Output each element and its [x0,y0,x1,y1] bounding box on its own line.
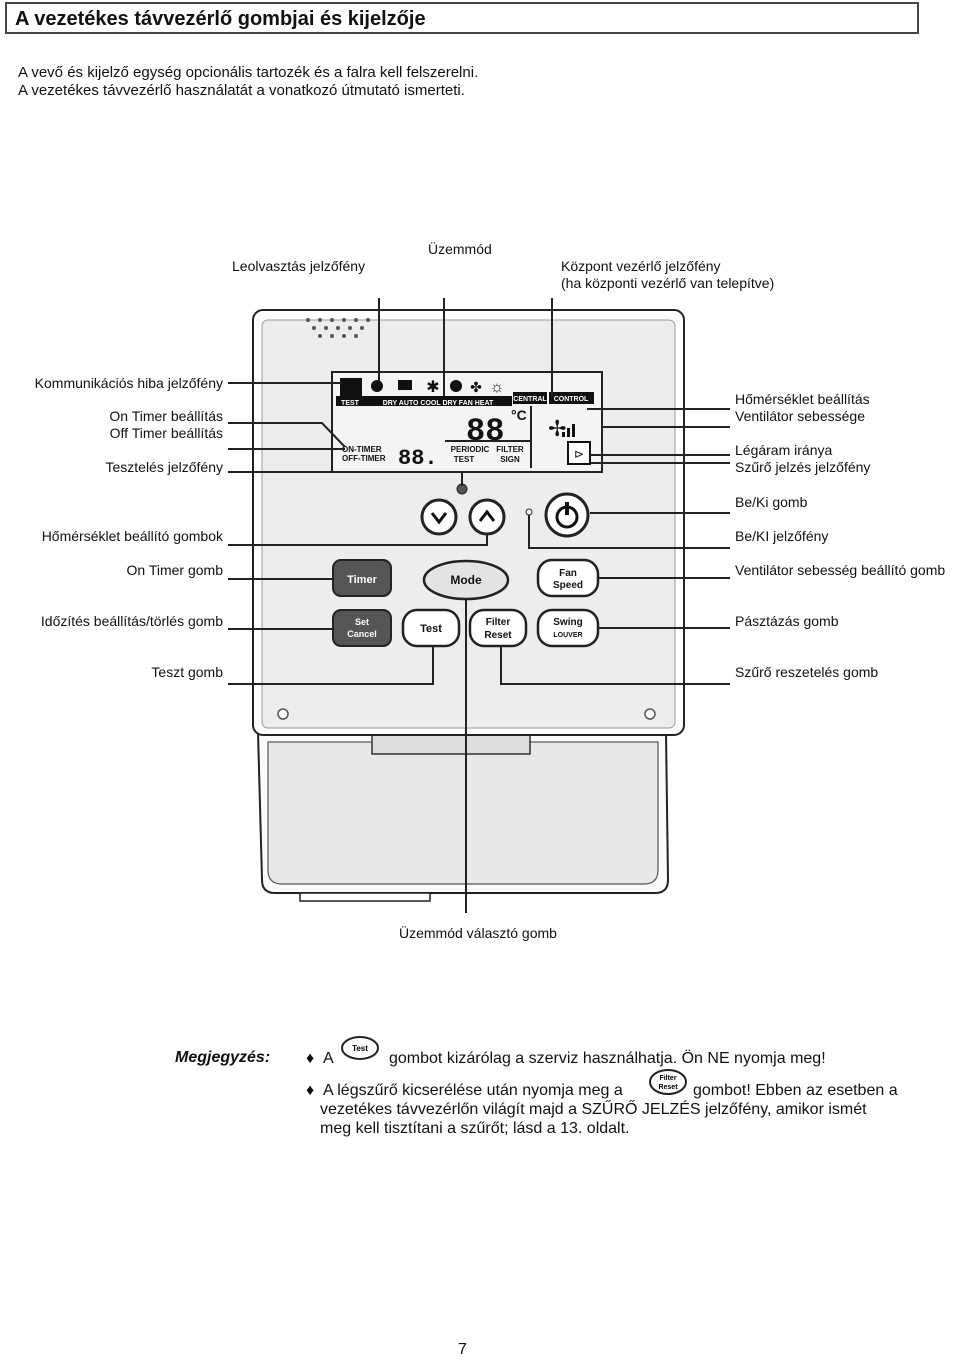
svg-text:☼: ☼ [490,379,505,396]
power-button[interactable] [544,492,590,538]
filter-reset-button[interactable]: Filter Reset [468,608,528,648]
svg-text:✤: ✤ [470,379,482,395]
note-icon-test-label: Test [352,1044,368,1053]
lcd-filter: FILTER [496,445,524,454]
remote-controller-diagram: TEST DRY AUTO COOL DRY FAN HEAT ✱ ✤ ☼ CE… [228,298,730,913]
test-button[interactable]: Test [401,608,461,648]
note-icon-filter-label: Filter [659,1075,676,1082]
label-temp-set: Hőmérséklet beállítás [735,391,870,407]
label-filter-reset-button: Szűrő reszetelés gomb [735,664,879,680]
lcd-off-timer: OFF-TIMER [342,454,386,463]
label-onoff-button: Be/Ki gomb [735,494,808,510]
lcd-control: CONTROL [554,396,589,403]
swing-button[interactable]: Swing LOUVER [536,608,600,648]
page-number: 7 [458,1341,467,1358]
speed-button-label: Speed [553,580,583,591]
set-cancel-button[interactable]: Set Cancel [332,609,392,647]
timer-button[interactable]: Timer [332,559,392,597]
label-timer-set-clear: Időzítés beállítás/törlés gomb [40,613,223,629]
bullet-icon: ♦ [306,1082,315,1099]
lcd-central: CENTRAL [513,396,547,403]
bullet-icon: ♦ [306,1050,315,1067]
note-title: Megjegyzés: [175,1049,271,1066]
section-title-box: A vezetékes távvezérlő gombjai és kijelz… [5,2,919,34]
note-icon-reset-label: Reset [658,1084,678,1091]
fan-speed-button[interactable]: Fan Speed [536,558,600,598]
test-button-label: Test [420,623,442,635]
temp-down-button[interactable] [420,498,458,536]
label-comm-error: Kommunikációs hiba jelzőfény [34,375,223,391]
filter-sign-box [567,441,591,465]
intro-line-1: A vevő és kijelző egység opcionális tart… [18,64,479,81]
test-button-icon: Test [341,1036,379,1060]
fan-icon: ✢ [548,416,566,441]
section-title: A vezetékes távvezérlő gombjai és kijelz… [15,8,426,30]
note-2-c: vezetékes távvezérlőn világít majd a SZŰ… [320,1101,867,1118]
note-2-b: gombot! Ebben az esetben a [693,1082,898,1099]
label-temp-buttons: Hőmérséklet beállító gombok [41,528,223,544]
set-button-label: Set [355,617,369,627]
label-defrost: Leolvasztás jelzőfény [232,258,366,274]
lcd-time: 88. [398,446,438,471]
label-swing-button: Pásztázás gomb [735,613,839,629]
chevron-down-icon [430,512,448,525]
leader-lines [228,298,730,913]
timer-button-label: Timer [347,574,377,586]
label-test-button: Teszt gomb [151,664,223,680]
fan-button-label: Fan [559,568,577,579]
label-fan-speed: Ventilátor sebessége [735,408,865,424]
louver-button-label: LOUVER [553,632,582,639]
label-airflow: Légáram iránya [735,442,833,458]
receiver-dots [306,318,370,338]
mode-button[interactable]: Mode [422,559,510,601]
reset-button-label: Reset [484,630,512,641]
label-central-1: Központ vezérlő jelzőfény [561,258,721,274]
mode-button-label: Mode [450,573,482,587]
chevron-up-icon [478,509,496,522]
label-central-2: (ha központi vezérlő van telepítve) [561,275,775,291]
lcd-periodic: PERIODIC [451,445,490,454]
airflow-icon: ⊳ [574,447,584,461]
label-onoff-light: Be/KI jelzőfény [735,528,829,544]
label-off-timer-set: Off Timer beállítás [109,425,223,441]
note-2-a: A légszűrő kicserélése után nyomja meg a [323,1082,623,1099]
label-mode: Üzemmód [428,241,492,257]
note-2-d: meg kell tisztítani a szűrőt; lásd a 13.… [320,1120,630,1137]
temp-up-button[interactable] [468,498,506,536]
lcd-on-timer: ON-TIMER [342,445,382,454]
lcd-sign: SIGN [500,455,520,464]
svg-text:✱: ✱ [426,379,439,396]
intro-line-2: A vezetékes távvezérlő használatát a von… [18,82,465,99]
label-fan-speed-button: Ventilátor sebesség beállító gomb [735,562,946,578]
lcd-display: TEST DRY AUTO COOL DRY FAN HEAT ✱ ✤ ☼ CE… [331,371,603,473]
filter-button-label: Filter [486,617,511,628]
lcd-unit: °C [511,407,527,423]
filter-reset-button-icon: Filter Reset [649,1069,687,1095]
label-test-indicator: Tesztelés jelzőfény [105,459,223,475]
onoff-indicator-lamp [525,508,533,516]
label-on-timer-set: On Timer beállítás [109,408,223,424]
mode-icons: ✱ ✤ ☼ [371,379,504,396]
note-1-a: A [323,1050,334,1067]
label-mode-select-button: Üzemmód választó gomb [399,925,557,941]
note-1-b: gombot kizárólag a szerviz használhatja.… [389,1050,826,1067]
controller-cover [256,731,670,902]
cancel-button-label: Cancel [347,629,377,639]
lcd-modes: DRY AUTO COOL DRY FAN HEAT [383,400,494,407]
lcd-test: TEST [341,400,360,407]
label-on-timer-button: On Timer gomb [126,562,223,578]
lcd-test-2: TEST [454,455,475,464]
label-filter-indicator: Szűrő jelzés jelzőfény [735,459,871,475]
swing-button-label: Swing [553,617,582,628]
lcd-temperature: 88 [466,413,504,450]
